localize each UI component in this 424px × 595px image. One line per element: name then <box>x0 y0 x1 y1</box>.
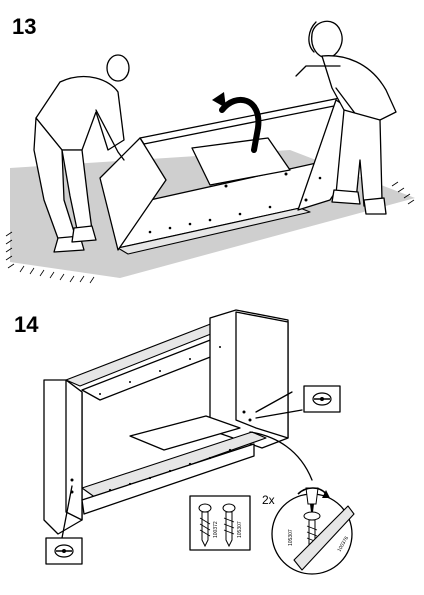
cabinet-left-side-edge <box>65 379 83 521</box>
rug-fringe <box>5 181 415 284</box>
part-a-code: 100372 <box>213 521 219 538</box>
screw-in-detail <box>303 511 321 556</box>
cabinet-rear-edge <box>139 97 345 145</box>
cabinet-long-panel <box>117 207 311 255</box>
part-b-code: 105307 <box>237 521 243 538</box>
cam-lock-icon <box>54 544 74 558</box>
step-13-illustration <box>5 20 415 284</box>
cabinet-bottom-panel <box>81 431 267 499</box>
cabinet-right-side-face <box>235 311 289 439</box>
detail-code-left: 105307 <box>288 529 294 546</box>
cam-lock-callout-left <box>45 485 83 565</box>
cam-lock-icon <box>312 392 332 406</box>
screw-detail-circle: 105307 100376 <box>271 487 355 575</box>
cabinet-left-side <box>99 137 167 251</box>
step-13-number: 13 <box>12 14 37 39</box>
cabinet-shelf <box>191 137 291 186</box>
rotate-arrow-icon <box>212 92 262 153</box>
cabinet-holes <box>148 172 322 234</box>
screw-part-a <box>198 503 212 548</box>
parts-box: 100372 105307 <box>189 495 251 551</box>
step-14-illustration: 100372 105307 2x 105307 100376 <box>43 309 355 575</box>
person-right <box>295 20 397 215</box>
person-left <box>33 54 130 253</box>
cabinet-shelf <box>129 415 241 451</box>
quantity-label: 2x <box>262 493 275 507</box>
cam-lock-callout-right <box>255 385 341 419</box>
step-14-number: 14 <box>14 312 39 337</box>
panel-edge-detail <box>293 505 355 571</box>
detail-leader <box>249 431 313 481</box>
screwdriver-icon <box>297 487 330 512</box>
cabinet-bottom-front <box>81 443 255 515</box>
screw-part-b <box>222 503 236 548</box>
